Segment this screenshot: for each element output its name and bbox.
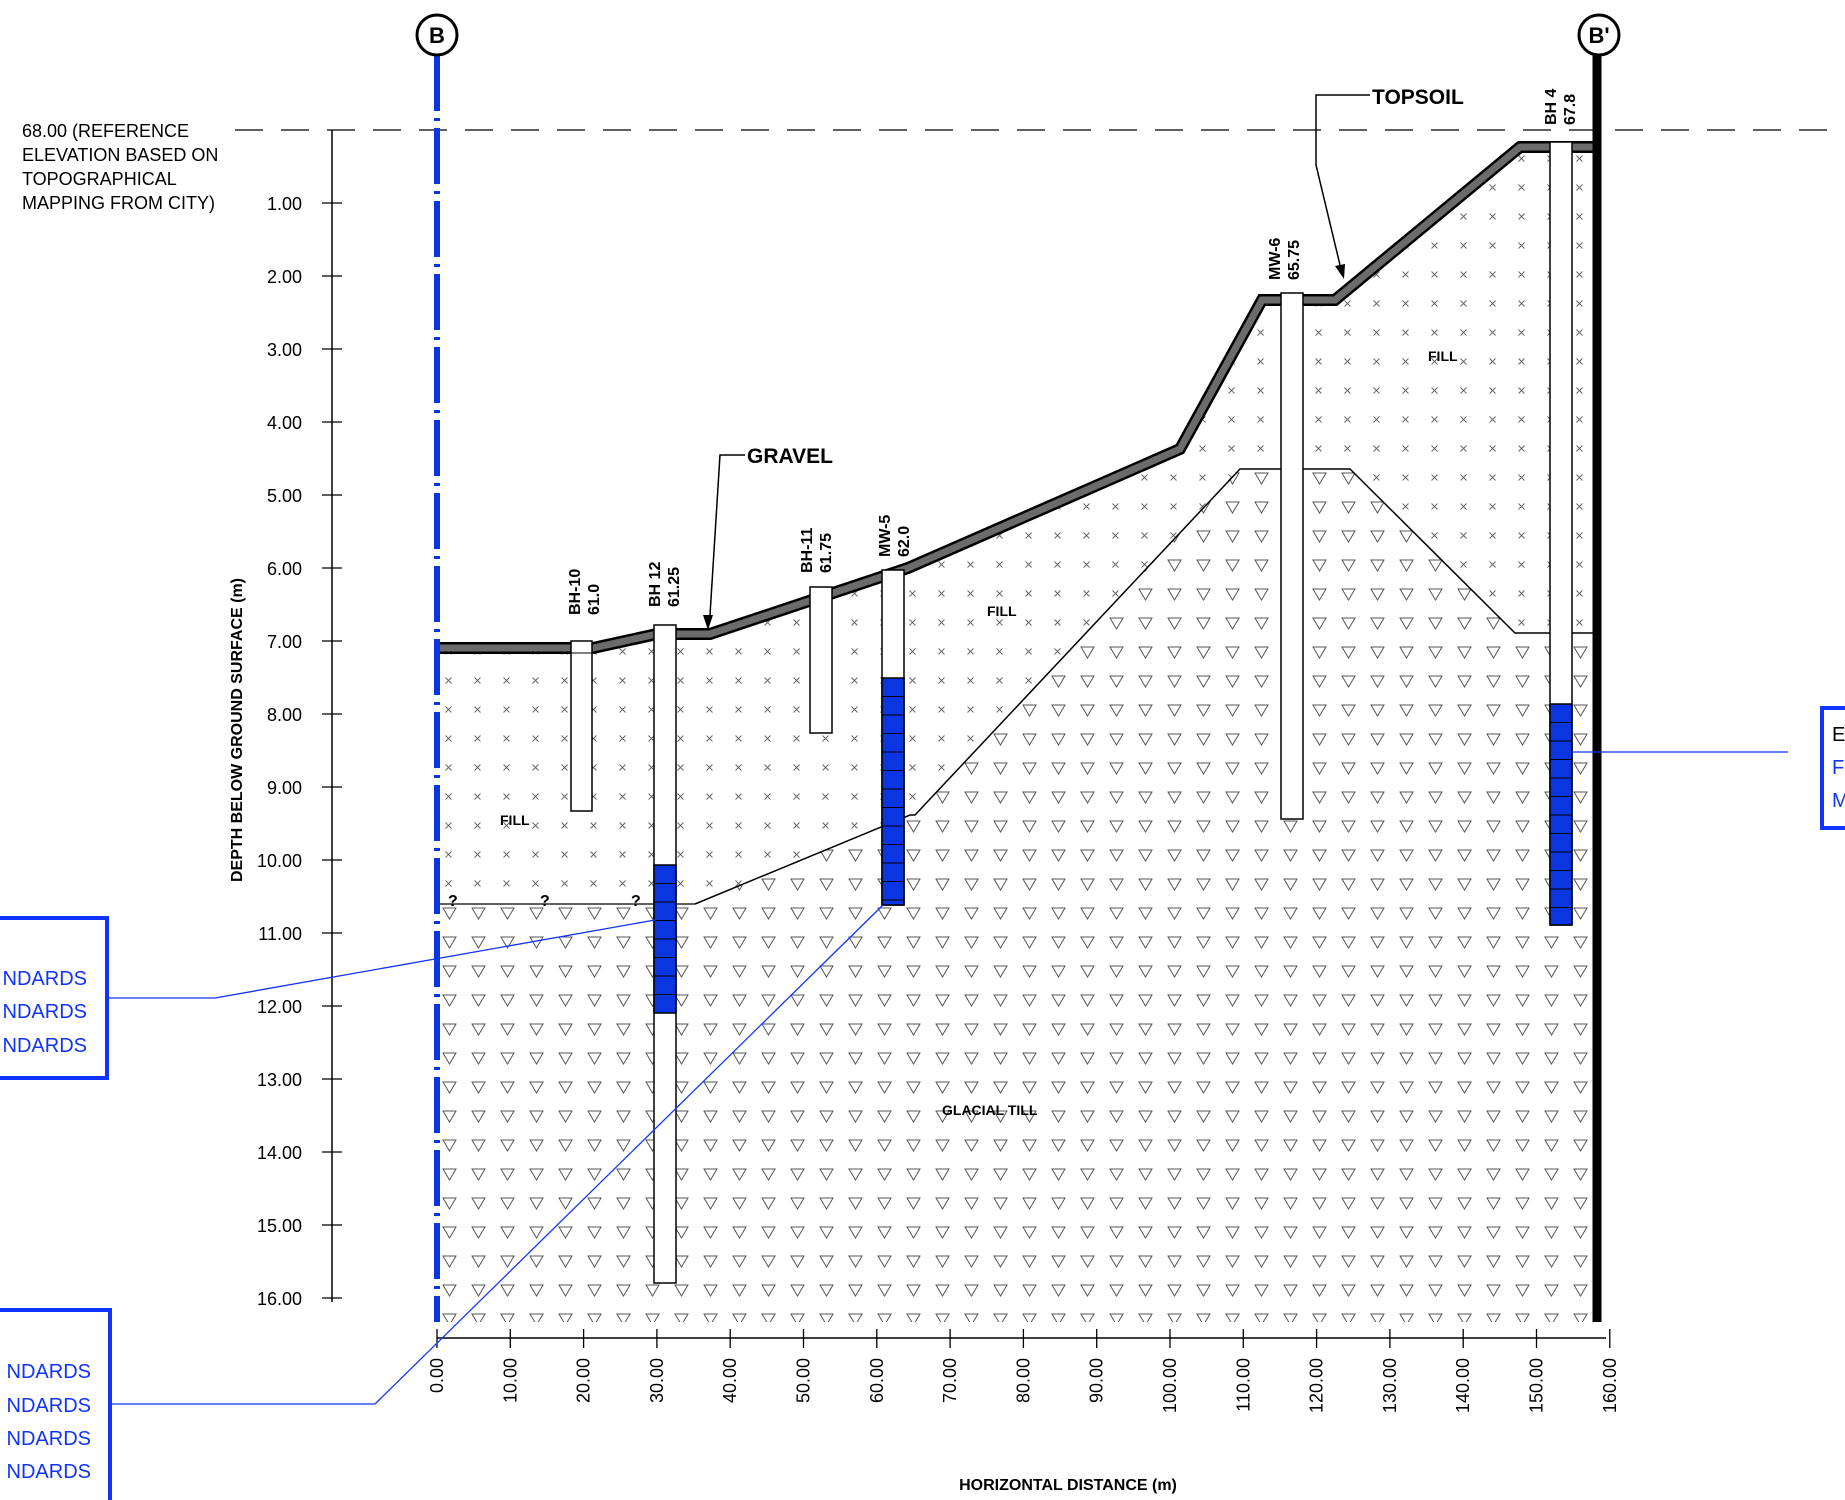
svg-text:MW-5: MW-5 bbox=[877, 515, 894, 557]
borehole-bh-11 bbox=[809, 586, 833, 734]
borehole-bh-12 bbox=[653, 624, 677, 1284]
x-tick-label: 120.00 bbox=[1307, 1358, 1327, 1413]
y-tick-label: 5.00 bbox=[267, 486, 302, 506]
ground-surface-fill bbox=[437, 143, 1595, 652]
x-tick-label: 10.00 bbox=[500, 1358, 520, 1403]
borehole-mw-5 bbox=[881, 569, 905, 906]
borehole-label-bh-11: BH-11 61.75 bbox=[799, 528, 835, 573]
svg-text:BH 12: BH 12 bbox=[647, 562, 664, 607]
y-axis-ticks: 1.00 2.00 3.00 4.00 5.00 6.00 7.00 8.00 9.00 10.0… bbox=[257, 194, 342, 1309]
svg-text:61.75: 61.75 bbox=[818, 533, 835, 573]
label-topsoil: TOPSOIL bbox=[1315, 86, 1464, 279]
label-glacial-till: GLACIAL TILL bbox=[942, 1102, 1038, 1118]
borehole-label-mw-6: MW-6 65.75 bbox=[1267, 238, 1303, 280]
svg-text:ELEVATION BASED ON: ELEVATION BASED ON bbox=[22, 145, 218, 165]
svg-text:B': B' bbox=[1588, 23, 1609, 48]
svg-text:61.0: 61.0 bbox=[586, 584, 603, 615]
label-gravel: GRAVEL bbox=[703, 445, 833, 630]
svg-text:BH-11: BH-11 bbox=[799, 528, 816, 573]
svg-text:TOPSOIL: TOPSOIL bbox=[1372, 86, 1464, 109]
label-fill-middle: FILL bbox=[987, 603, 1017, 619]
x-axis-ticks: 0.00 10.00 20.00 30.00 40.00 50.00 60.00 70.00 8… bbox=[427, 1329, 1620, 1413]
borehole-bh-4 bbox=[1549, 141, 1573, 926]
svg-text:GRAVEL: GRAVEL bbox=[747, 445, 833, 468]
y-tick-label: 15.00 bbox=[257, 1216, 302, 1236]
unknown-boundary-marks: ? ? ? bbox=[448, 893, 641, 910]
reference-elevation-note: 68.00 (REFERENCE ELEVATION BASED ON TOPO… bbox=[22, 121, 218, 213]
y-tick-label: 7.00 bbox=[267, 632, 302, 652]
y-tick-label: 13.00 bbox=[257, 1070, 302, 1090]
borehole-label-bh-10: BH-10 61.0 bbox=[567, 569, 603, 615]
svg-text:BH-10: BH-10 bbox=[567, 569, 584, 615]
svg-text:?: ? bbox=[448, 893, 458, 910]
x-tick-label: 40.00 bbox=[720, 1358, 740, 1403]
svg-text:62.0: 62.0 bbox=[896, 526, 913, 557]
svg-text:E: E bbox=[1832, 724, 1845, 746]
svg-text:TOPOGRAPHICAL: TOPOGRAPHICAL bbox=[22, 169, 177, 189]
svg-text:NDARDS: NDARDS bbox=[7, 1395, 91, 1417]
x-tick-label: 80.00 bbox=[1013, 1358, 1033, 1403]
svg-text:NDARDS: NDARDS bbox=[3, 968, 87, 990]
y-tick-label: 11.00 bbox=[258, 924, 302, 944]
section-marker-b: B bbox=[415, 13, 459, 57]
x-tick-label: 160.00 bbox=[1600, 1358, 1620, 1413]
svg-text:F: F bbox=[1832, 757, 1844, 779]
svg-text:65.75: 65.75 bbox=[1286, 240, 1303, 280]
svg-text:61.25: 61.25 bbox=[666, 567, 683, 607]
borehole-label-bh-12: BH 12 61.25 bbox=[647, 562, 683, 607]
svg-text:MAPPING FROM CITY): MAPPING FROM CITY) bbox=[22, 193, 215, 213]
x-axis-label: HORIZONTAL DISTANCE (m) bbox=[959, 1477, 1177, 1494]
x-tick-label: 70.00 bbox=[940, 1358, 960, 1403]
y-axis-label: DEPTH BELOW GROUND SURFACE (m) bbox=[229, 578, 246, 882]
y-tick-label: 1.00 bbox=[267, 194, 302, 214]
section-marker-b-prime: B' bbox=[1577, 13, 1621, 57]
y-tick-label: 16.00 bbox=[257, 1289, 302, 1309]
svg-text:NDARDS: NDARDS bbox=[3, 1035, 87, 1057]
x-tick-label: 0.00 bbox=[427, 1358, 447, 1393]
y-tick-label: 8.00 bbox=[267, 705, 302, 725]
x-tick-label: 140.00 bbox=[1453, 1358, 1473, 1413]
y-tick-label: 2.00 bbox=[267, 267, 302, 287]
x-tick-label: 90.00 bbox=[1087, 1358, 1107, 1403]
borehole-bh-10 bbox=[570, 640, 593, 812]
svg-text:NDARDS: NDARDS bbox=[7, 1361, 91, 1383]
y-tick-label: 3.00 bbox=[267, 340, 302, 360]
borehole-label-bh-4: BH 4 67.8 bbox=[1543, 88, 1579, 125]
y-tick-label: 10.00 bbox=[257, 851, 302, 871]
borehole-label-mw-5: MW-5 62.0 bbox=[877, 515, 913, 557]
svg-text:NDARDS: NDARDS bbox=[7, 1428, 91, 1450]
callout-left-upper: NDARDS NDARDS NDARDS bbox=[0, 916, 656, 1080]
x-tick-label: 130.00 bbox=[1380, 1358, 1400, 1413]
svg-text:67.8: 67.8 bbox=[1562, 94, 1579, 125]
svg-text:?: ? bbox=[631, 893, 641, 910]
svg-text:?: ? bbox=[540, 893, 550, 910]
svg-text:NDARDS: NDARDS bbox=[3, 1001, 87, 1023]
x-tick-label: 150.00 bbox=[1527, 1358, 1547, 1413]
borehole-mw-6 bbox=[1280, 292, 1304, 820]
callout-right: E F M bbox=[1572, 706, 1845, 830]
svg-text:68.00 (REFERENCE: 68.00 (REFERENCE bbox=[22, 121, 189, 141]
svg-text:MW-6: MW-6 bbox=[1267, 238, 1284, 280]
y-tick-label: 14.00 bbox=[257, 1143, 302, 1163]
callout-left-lower: NDARDS NDARDS NDARDS NDARDS bbox=[0, 904, 884, 1500]
x-tick-label: 30.00 bbox=[647, 1358, 667, 1403]
label-fill-left: FILL bbox=[500, 812, 530, 828]
fill-till-boundary bbox=[694, 468, 1595, 905]
svg-text:NDARDS: NDARDS bbox=[7, 1461, 91, 1483]
y-tick-label: 6.00 bbox=[267, 559, 302, 579]
y-tick-label: 12.00 bbox=[257, 997, 302, 1017]
svg-text:M: M bbox=[1832, 790, 1845, 812]
x-tick-label: 50.00 bbox=[794, 1358, 814, 1403]
label-fill-right: FILL bbox=[1428, 348, 1458, 364]
x-tick-label: 100.00 bbox=[1160, 1358, 1180, 1413]
y-tick-label: 9.00 bbox=[267, 778, 302, 798]
x-tick-label: 60.00 bbox=[867, 1358, 887, 1403]
x-tick-label: 110.00 bbox=[1233, 1358, 1253, 1412]
glacial-till-zone bbox=[437, 469, 1595, 1322]
x-tick-label: 20.00 bbox=[574, 1358, 594, 1403]
svg-text:B: B bbox=[429, 23, 445, 48]
svg-text:BH 4: BH 4 bbox=[1543, 88, 1560, 125]
y-tick-label: 4.00 bbox=[267, 413, 302, 433]
